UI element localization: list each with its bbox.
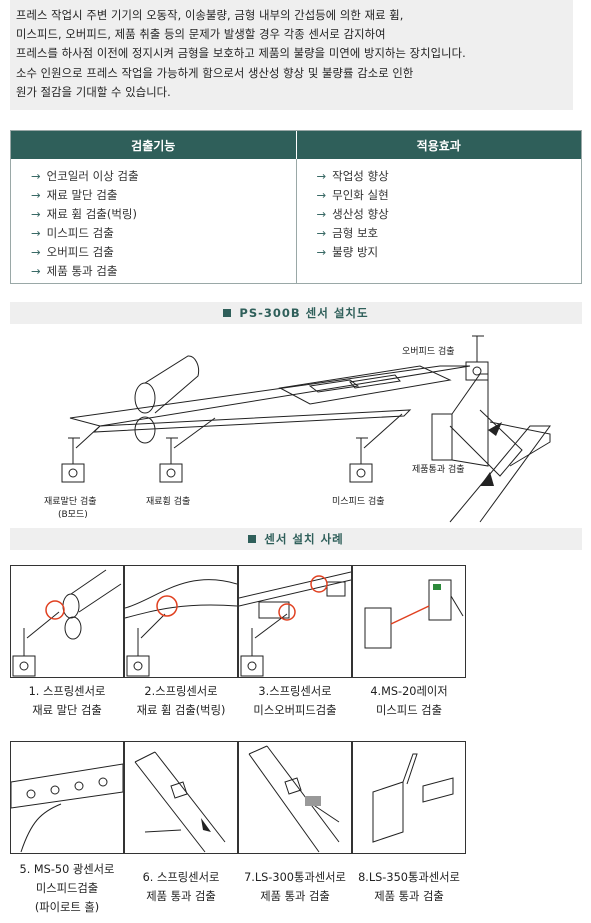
pass-sensor-illustration (248, 745, 340, 853)
intro-line: 프레스 작업시 주변 기기의 오동작, 이송불량, 금형 내부의 간섭등에 의한… (16, 9, 404, 22)
example-image-3 (238, 565, 352, 678)
spring-sensor-illustration (238, 571, 352, 677)
caption-misfeed: 미스피드 검출 (332, 497, 385, 507)
effect-column: →작업성 향상 →무인화 실현 →생산성 향상 →금형 보호 →불량 방지 (297, 159, 582, 283)
arrow-icon: → (316, 188, 327, 202)
photo-sensor-illustration (10, 763, 124, 853)
caption-product-pass: 제품통과 검출 (412, 465, 465, 475)
list-item: →제품 통과 검출 (31, 264, 118, 278)
arrow-icon: → (31, 264, 41, 278)
example-image-4 (352, 565, 466, 678)
arrow-icon: → (316, 207, 327, 221)
example-image-7 (238, 741, 352, 854)
square-bullet-icon (223, 309, 232, 317)
example-image-6 (124, 741, 238, 854)
intro-box: 프레스 작업시 주변 기기의 오동작, 이송불량, 금형 내부의 간섭등에 의한… (10, 0, 573, 110)
arrow-icon: → (31, 245, 41, 259)
spring-sensor-illustration (134, 751, 226, 853)
spring-sensor-illustration (12, 569, 122, 677)
table-header: 검출기능 적용효과 (11, 131, 581, 159)
section-title-installation: PS-300B 센서 설치도 (10, 302, 582, 324)
arrow-icon: → (31, 207, 41, 221)
arrow-icon: → (31, 188, 41, 202)
caption-material-bend: 재료휨 검출 (146, 497, 191, 507)
header-detection: 검출기능 (11, 131, 297, 159)
detection-column: →언코일러 이상 검출 →재료 말단 검출 →재료 휨 검출(벅링) →미스피드… (11, 159, 297, 283)
list-item: →작업성 향상 (316, 169, 389, 183)
intro-line: 소수 인원으로 프레스 작업을 가능하게 함으로서 생산성 향상 및 불량률 감… (16, 66, 414, 80)
caption-material-end: 재료말단 검출 (44, 497, 97, 507)
installation-diagram: 오버피드 검출 제품통과 검출 재료말단 검출 (B모드) 재료휨 검출 미스피… (10, 326, 582, 526)
list-item: →재료 휨 검출(벅링) (31, 207, 137, 221)
arrow-icon: → (316, 245, 327, 259)
list-item: →생산성 향상 (316, 207, 389, 221)
section-title-examples: 센서 설치 사례 (10, 528, 582, 550)
caption-material-end-mode: (B모드) (58, 510, 88, 520)
example-image-8 (352, 741, 466, 854)
intro-line: 원가 절감을 기대할 수 있습니다. (16, 85, 171, 99)
intro-line: 미스피드, 오버피드, 제품 취출 등의 문제가 발생할 경우 각종 센서로 감… (16, 28, 386, 42)
spring-sensor-illustration (124, 579, 238, 677)
list-item: →무인화 실현 (316, 188, 389, 202)
list-item: →미스피드 검출 (31, 226, 114, 240)
list-item: →금형 보호 (316, 226, 379, 240)
list-item: →오버피드 검출 (31, 245, 114, 259)
arrow-icon: → (316, 226, 327, 240)
intro-line: 프레스를 하사점 이전에 정지시켜 금형을 보호하고 제품의 불량을 미연에 방… (16, 47, 466, 61)
arrow-icon: → (31, 226, 41, 240)
list-item: →재료 말단 검출 (31, 188, 118, 202)
list-item: →언코일러 이상 검출 (31, 169, 139, 183)
arrow-icon: → (31, 169, 41, 183)
example-image-2 (124, 565, 238, 678)
caption-overfeed: 오버피드 검출 (402, 347, 455, 357)
arrow-icon: → (316, 169, 327, 183)
table-body: →언코일러 이상 검출 →재료 말단 검출 →재료 휨 검출(벅링) →미스피드… (11, 159, 581, 283)
square-bullet-icon (248, 535, 257, 543)
laser-sensor-illustration (364, 579, 464, 649)
example-image-5 (10, 741, 124, 854)
feature-table: 검출기능 적용효과 →언코일러 이상 검출 →재료 말단 검출 →재료 휨 검출… (10, 130, 582, 284)
list-item: →불량 방지 (316, 245, 379, 259)
header-effect: 적용효과 (416, 138, 461, 153)
pass-sensor-illustration (372, 753, 454, 843)
example-image-1 (10, 565, 124, 678)
press-line-illustration (61, 335, 551, 523)
